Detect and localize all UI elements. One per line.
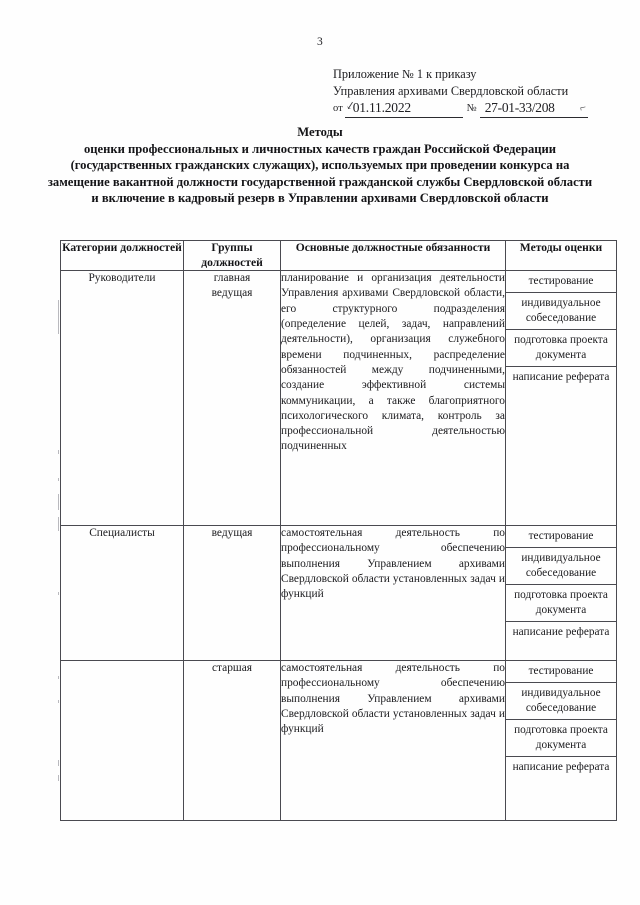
scan-artifact [58, 517, 59, 531]
method-item: тестирование [506, 526, 616, 549]
order-date-and-number-line: от ↙ 01.11.2022 № 27-01-33/208 ⌐ [333, 99, 629, 118]
scan-artifact [58, 700, 59, 703]
method-item: написание реферата [512, 371, 610, 384]
scan-artifact [58, 450, 59, 454]
cell-groups: главная ведущая [183, 270, 281, 527]
appendix-line-1: Приложение № 1 к приказу [333, 67, 477, 81]
date-rule: ↙ 01.11.2022 [345, 99, 463, 118]
method-item: тестирование [506, 271, 616, 294]
column-header-categories: Категории должностей [60, 239, 184, 272]
scan-artifact [58, 592, 59, 595]
cell-category: Специалисты [60, 525, 184, 662]
title-line-5: архивами Свердловской области [360, 191, 549, 206]
method-item: написание реферата [512, 626, 610, 639]
ink-stroke-right: ⌐ [578, 100, 587, 115]
date-label: от [333, 102, 343, 114]
cell-duties: самостоятельная деятельность по професси… [280, 660, 506, 822]
cell-groups: старшая [183, 660, 281, 822]
title-line-3: конкурса на замещение вакантной должност… [47, 158, 570, 189]
table-header-row: Категории должностей Группы должностей О… [60, 239, 617, 272]
methods-table: Категории должностей Группы должностей О… [60, 239, 617, 822]
scan-artifact [58, 676, 59, 679]
scan-artifact [58, 775, 59, 781]
order-date-value: 01.11.2022 [352, 99, 411, 115]
method-item: подготовка проекта документа [506, 584, 616, 623]
cell-category [60, 660, 184, 822]
column-header-duties: Основные должностные обязанности [280, 239, 506, 272]
cell-groups: ведущая [183, 525, 281, 662]
column-header-methods: Методы оценки [505, 239, 617, 272]
methods-table-container: Категории должностей Группы должностей О… [60, 239, 617, 822]
method-item: индивидуальное собеседование [506, 292, 616, 331]
methods-sublist: тестирование индивидуальное собеседовани… [506, 661, 616, 778]
table-row: старшая самостоятельная деятельность по … [60, 660, 617, 822]
appendix-reference-block: Приложение № 1 к приказу Управления архи… [333, 66, 629, 118]
cell-methods: тестирование индивидуальное собеседовани… [505, 525, 617, 662]
order-number-value: 27-01-33/208 [484, 99, 555, 115]
scan-artifact [58, 494, 59, 510]
method-item: подготовка проекта документа [506, 329, 616, 368]
scan-artifact [58, 760, 59, 766]
title-line-1: оценки профессиональных и личностных кач… [83, 141, 557, 156]
cell-duties: самостоятельная деятельность по професси… [280, 525, 506, 662]
number-rule: 27-01-33/208 ⌐ [479, 99, 588, 118]
method-item: индивидуальное собеседование [506, 547, 616, 586]
page-title: Методы оценки профессиональных и личност… [45, 124, 595, 207]
methods-sublist: тестирование индивидуальное собеседовани… [506, 271, 616, 388]
appendix-line-2: Управления архивами Свердловской области [333, 83, 569, 98]
table-row: Руководители главная ведущая планировани… [60, 270, 617, 527]
cell-duties: планирование и организация деятельности … [280, 270, 506, 527]
title-line-2: (государственных гражданских служащих), … [70, 158, 497, 173]
page-number: 3 [317, 36, 323, 48]
cell-methods: тестирование индивидуальное собеседовани… [505, 660, 617, 822]
number-label: № [466, 102, 477, 114]
method-item: тестирование [506, 661, 616, 684]
method-item: написание реферата [512, 761, 610, 774]
cell-methods: тестирование индивидуальное собеседовани… [505, 270, 617, 527]
method-item: индивидуальное собеседование [506, 682, 616, 721]
methods-sublist: тестирование индивидуальное собеседовани… [506, 526, 616, 643]
method-item: подготовка проекта документа [506, 719, 616, 758]
title-line-4: службы Свердловской области и включение … [91, 174, 593, 206]
column-header-groups: Группы должностей [183, 239, 281, 272]
title-head: Методы [297, 125, 343, 139]
scan-artifact [58, 478, 59, 481]
table-row: Специалисты ведущая самостоятельная деят… [60, 525, 617, 662]
scan-artifact [58, 300, 59, 334]
cell-category: Руководители [60, 270, 184, 527]
